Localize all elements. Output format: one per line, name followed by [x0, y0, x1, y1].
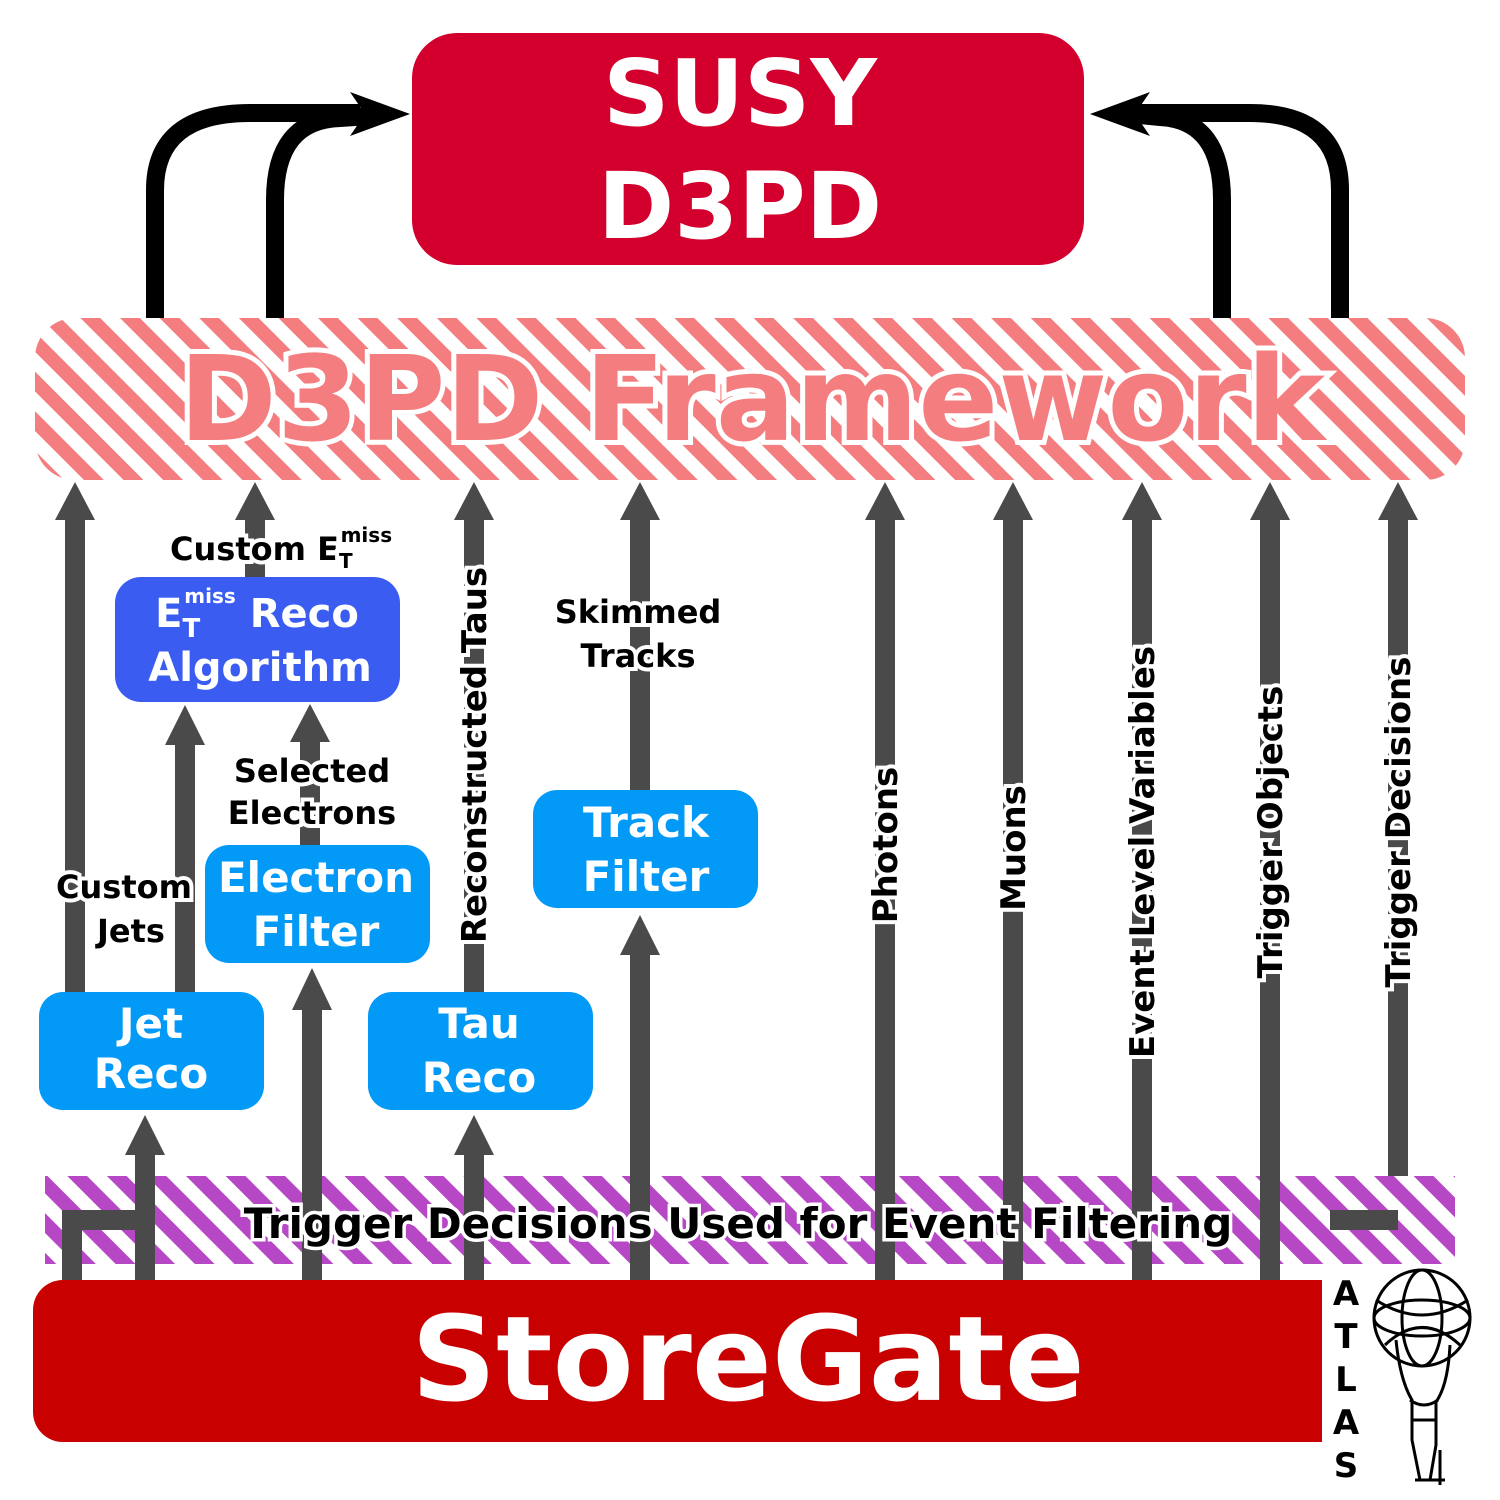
storegate-to-jet-arrowhead: [125, 1115, 165, 1155]
trigger-objects-arrowhead: [1250, 482, 1290, 520]
photons-arrowhead: [865, 482, 905, 520]
right-arrowhead: [1090, 92, 1150, 136]
event-level-variables-arrowhead: [1122, 482, 1162, 520]
atlas-logo: A T L A S: [1322, 1268, 1482, 1488]
storegate-to-electron-arrowhead: [292, 968, 332, 1010]
susy-d3pd-box: SUSY D3PD: [412, 33, 1084, 265]
tau-reco-box: Tau Reco: [368, 992, 593, 1110]
atlas-letter-t: T: [1334, 1317, 1358, 1357]
storegate-to-track-arrowhead: [620, 915, 660, 955]
custom-jets-arrowhead: [55, 482, 95, 520]
right-inner-curve-arrow: [1129, 105, 1231, 318]
selected-electrons-label-2: Electrons: [228, 794, 396, 832]
right-outer-curve-arrow: [1140, 104, 1349, 318]
muons-label: Muons: [994, 785, 1034, 911]
tau-reco-line2: Reco: [422, 1053, 537, 1102]
reconstructed-taus-label: Reconstructed Taus: [455, 567, 495, 943]
trigger-decisions-route: [62, 1210, 1398, 1285]
atlas-globe-icon: [1372, 1268, 1472, 1368]
custom-jets-label-2: Jets: [95, 912, 165, 950]
event-level-variables-label: Event Level Variables: [1123, 646, 1163, 1058]
atlas-letter-a2: A: [1333, 1403, 1360, 1443]
storegate-to-tau-arrowhead: [454, 1115, 494, 1155]
custom-met-label: Custom ETmiss: [170, 523, 392, 573]
selected-electrons-arrowhead: [290, 704, 330, 742]
framework-title: D3PD Framework: [179, 330, 1328, 468]
met-algo-line1: ETmiss Reco: [155, 584, 359, 644]
custom-jets-label-1: Custom: [56, 868, 192, 906]
jets-to-met-arrowhead: [165, 705, 205, 745]
trigger-decisions-arrowhead: [1378, 482, 1418, 520]
left-outer-curve-arrow: [146, 104, 360, 318]
trigger-decisions-label: Trigger Decisions: [1379, 656, 1419, 987]
jet-reco-box: Jet Reco: [39, 992, 264, 1110]
susy-title: SUSY: [603, 40, 878, 147]
storegate-box: StoreGate: [33, 1280, 1463, 1442]
trigger-filter-band: [45, 1176, 1455, 1264]
left-inner-curve-arrow: [266, 107, 371, 318]
skimmed-tracks-arrowhead: [620, 482, 660, 520]
selected-electrons-label-1: Selected: [234, 752, 390, 790]
met-reco-algorithm-box: ETmiss Reco Algorithm: [115, 577, 400, 702]
trigger-band-title: Trigger Decisions Used for Event Filteri…: [244, 1199, 1233, 1248]
tau-reco-line1: Tau: [438, 999, 519, 1048]
atlas-figure-icon: [1394, 1339, 1452, 1485]
jet-reco-line1: Jet: [116, 999, 183, 1048]
track-filter-line1: Track: [583, 798, 710, 847]
atlas-letter-l: L: [1335, 1360, 1357, 1400]
d3pd-framework-bar: D3PD Framework: [35, 318, 1465, 480]
met-algo-line2: Algorithm: [148, 645, 372, 691]
track-filter-box: Track Filter: [533, 790, 758, 908]
skimmed-tracks-label-1: Skimmed: [555, 593, 722, 631]
electron-filter-box: Electron Filter: [205, 845, 430, 963]
skimmed-tracks-label-2: Tracks: [581, 637, 696, 675]
muons-arrowhead: [993, 482, 1033, 520]
storegate-title: StoreGate: [411, 1290, 1085, 1428]
trigger-route-left: [62, 1210, 140, 1285]
left-arrowhead: [350, 92, 410, 136]
jet-reco-line2: Reco: [94, 1049, 209, 1098]
electron-filter-line2: Filter: [253, 907, 380, 956]
reconstructed-taus-arrowhead: [454, 482, 494, 520]
atlas-letter-a1: A: [1333, 1274, 1360, 1314]
custom-met-arrowhead: [235, 482, 275, 520]
electron-filter-line1: Electron: [218, 853, 414, 902]
d3pd-title: D3PD: [598, 153, 882, 260]
photons-label: Photons: [866, 767, 906, 924]
trigger-objects-label: Trigger Objects: [1251, 686, 1291, 979]
atlas-letter-s: S: [1334, 1446, 1359, 1486]
track-filter-line2: Filter: [583, 852, 710, 901]
framework-to-susy-arrows: [146, 104, 1349, 318]
